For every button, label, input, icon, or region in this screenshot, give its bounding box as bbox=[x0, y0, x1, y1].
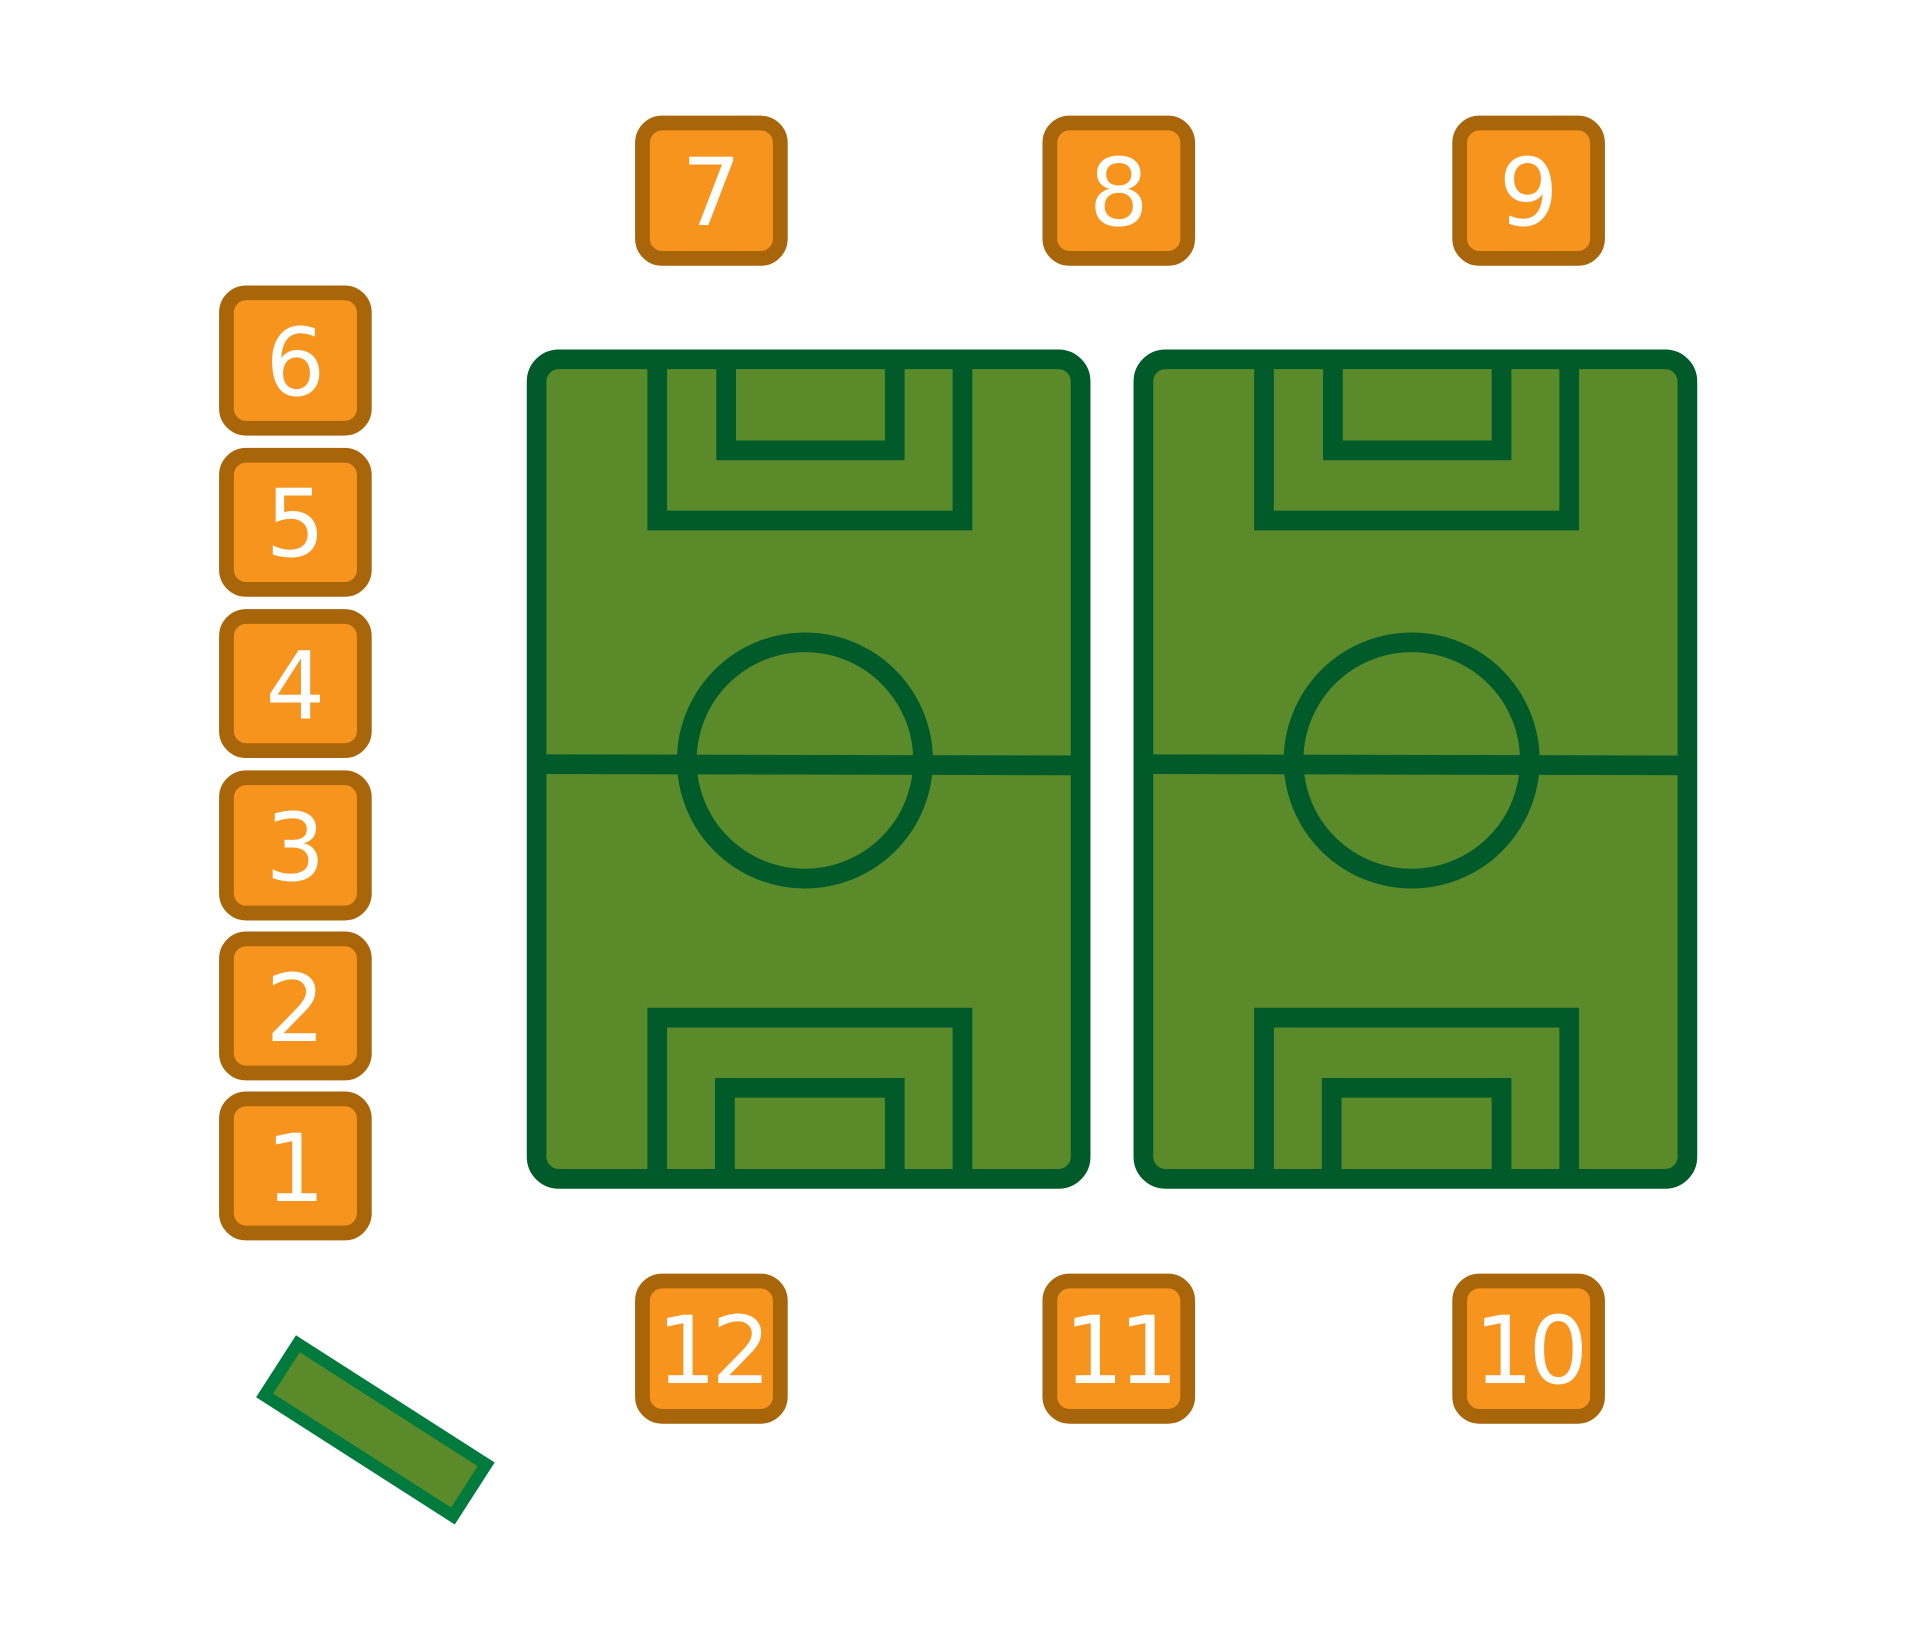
tile-10[interactable]: 10 bbox=[1452, 1273, 1605, 1424]
tile-10-label: 10 bbox=[1474, 1297, 1583, 1406]
tile-9[interactable]: 9 bbox=[1452, 115, 1605, 266]
tile-7-label: 7 bbox=[682, 139, 742, 248]
tile-7[interactable]: 7 bbox=[635, 115, 788, 266]
tile-3[interactable]: 3 bbox=[219, 770, 372, 921]
tile-8[interactable]: 8 bbox=[1042, 115, 1196, 266]
tile-1-label: 1 bbox=[266, 1115, 326, 1224]
tile-5[interactable]: 5 bbox=[219, 447, 372, 597]
tile-11-label: 11 bbox=[1064, 1297, 1173, 1406]
tile-6-label: 6 bbox=[266, 309, 326, 418]
tile-11[interactable]: 11 bbox=[1042, 1273, 1196, 1424]
tile-1[interactable]: 1 bbox=[219, 1091, 372, 1241]
tile-4-label: 4 bbox=[266, 633, 326, 742]
field-right bbox=[1143, 359, 1687, 1179]
tile-12[interactable]: 12 bbox=[635, 1273, 788, 1424]
tile-2-label: 2 bbox=[266, 955, 326, 1064]
tile-6[interactable]: 6 bbox=[219, 285, 372, 436]
field-left bbox=[537, 359, 1081, 1179]
tile-2[interactable]: 2 bbox=[219, 931, 372, 1081]
tile-4[interactable]: 4 bbox=[219, 609, 372, 759]
tile-12-label: 12 bbox=[657, 1297, 766, 1406]
tile-9-label: 9 bbox=[1499, 139, 1559, 248]
tile-3-label: 3 bbox=[266, 794, 326, 903]
tile-8-label: 8 bbox=[1089, 139, 1149, 248]
tile-5-label: 5 bbox=[266, 470, 326, 579]
green-bar-piece[interactable] bbox=[256, 1335, 495, 1525]
